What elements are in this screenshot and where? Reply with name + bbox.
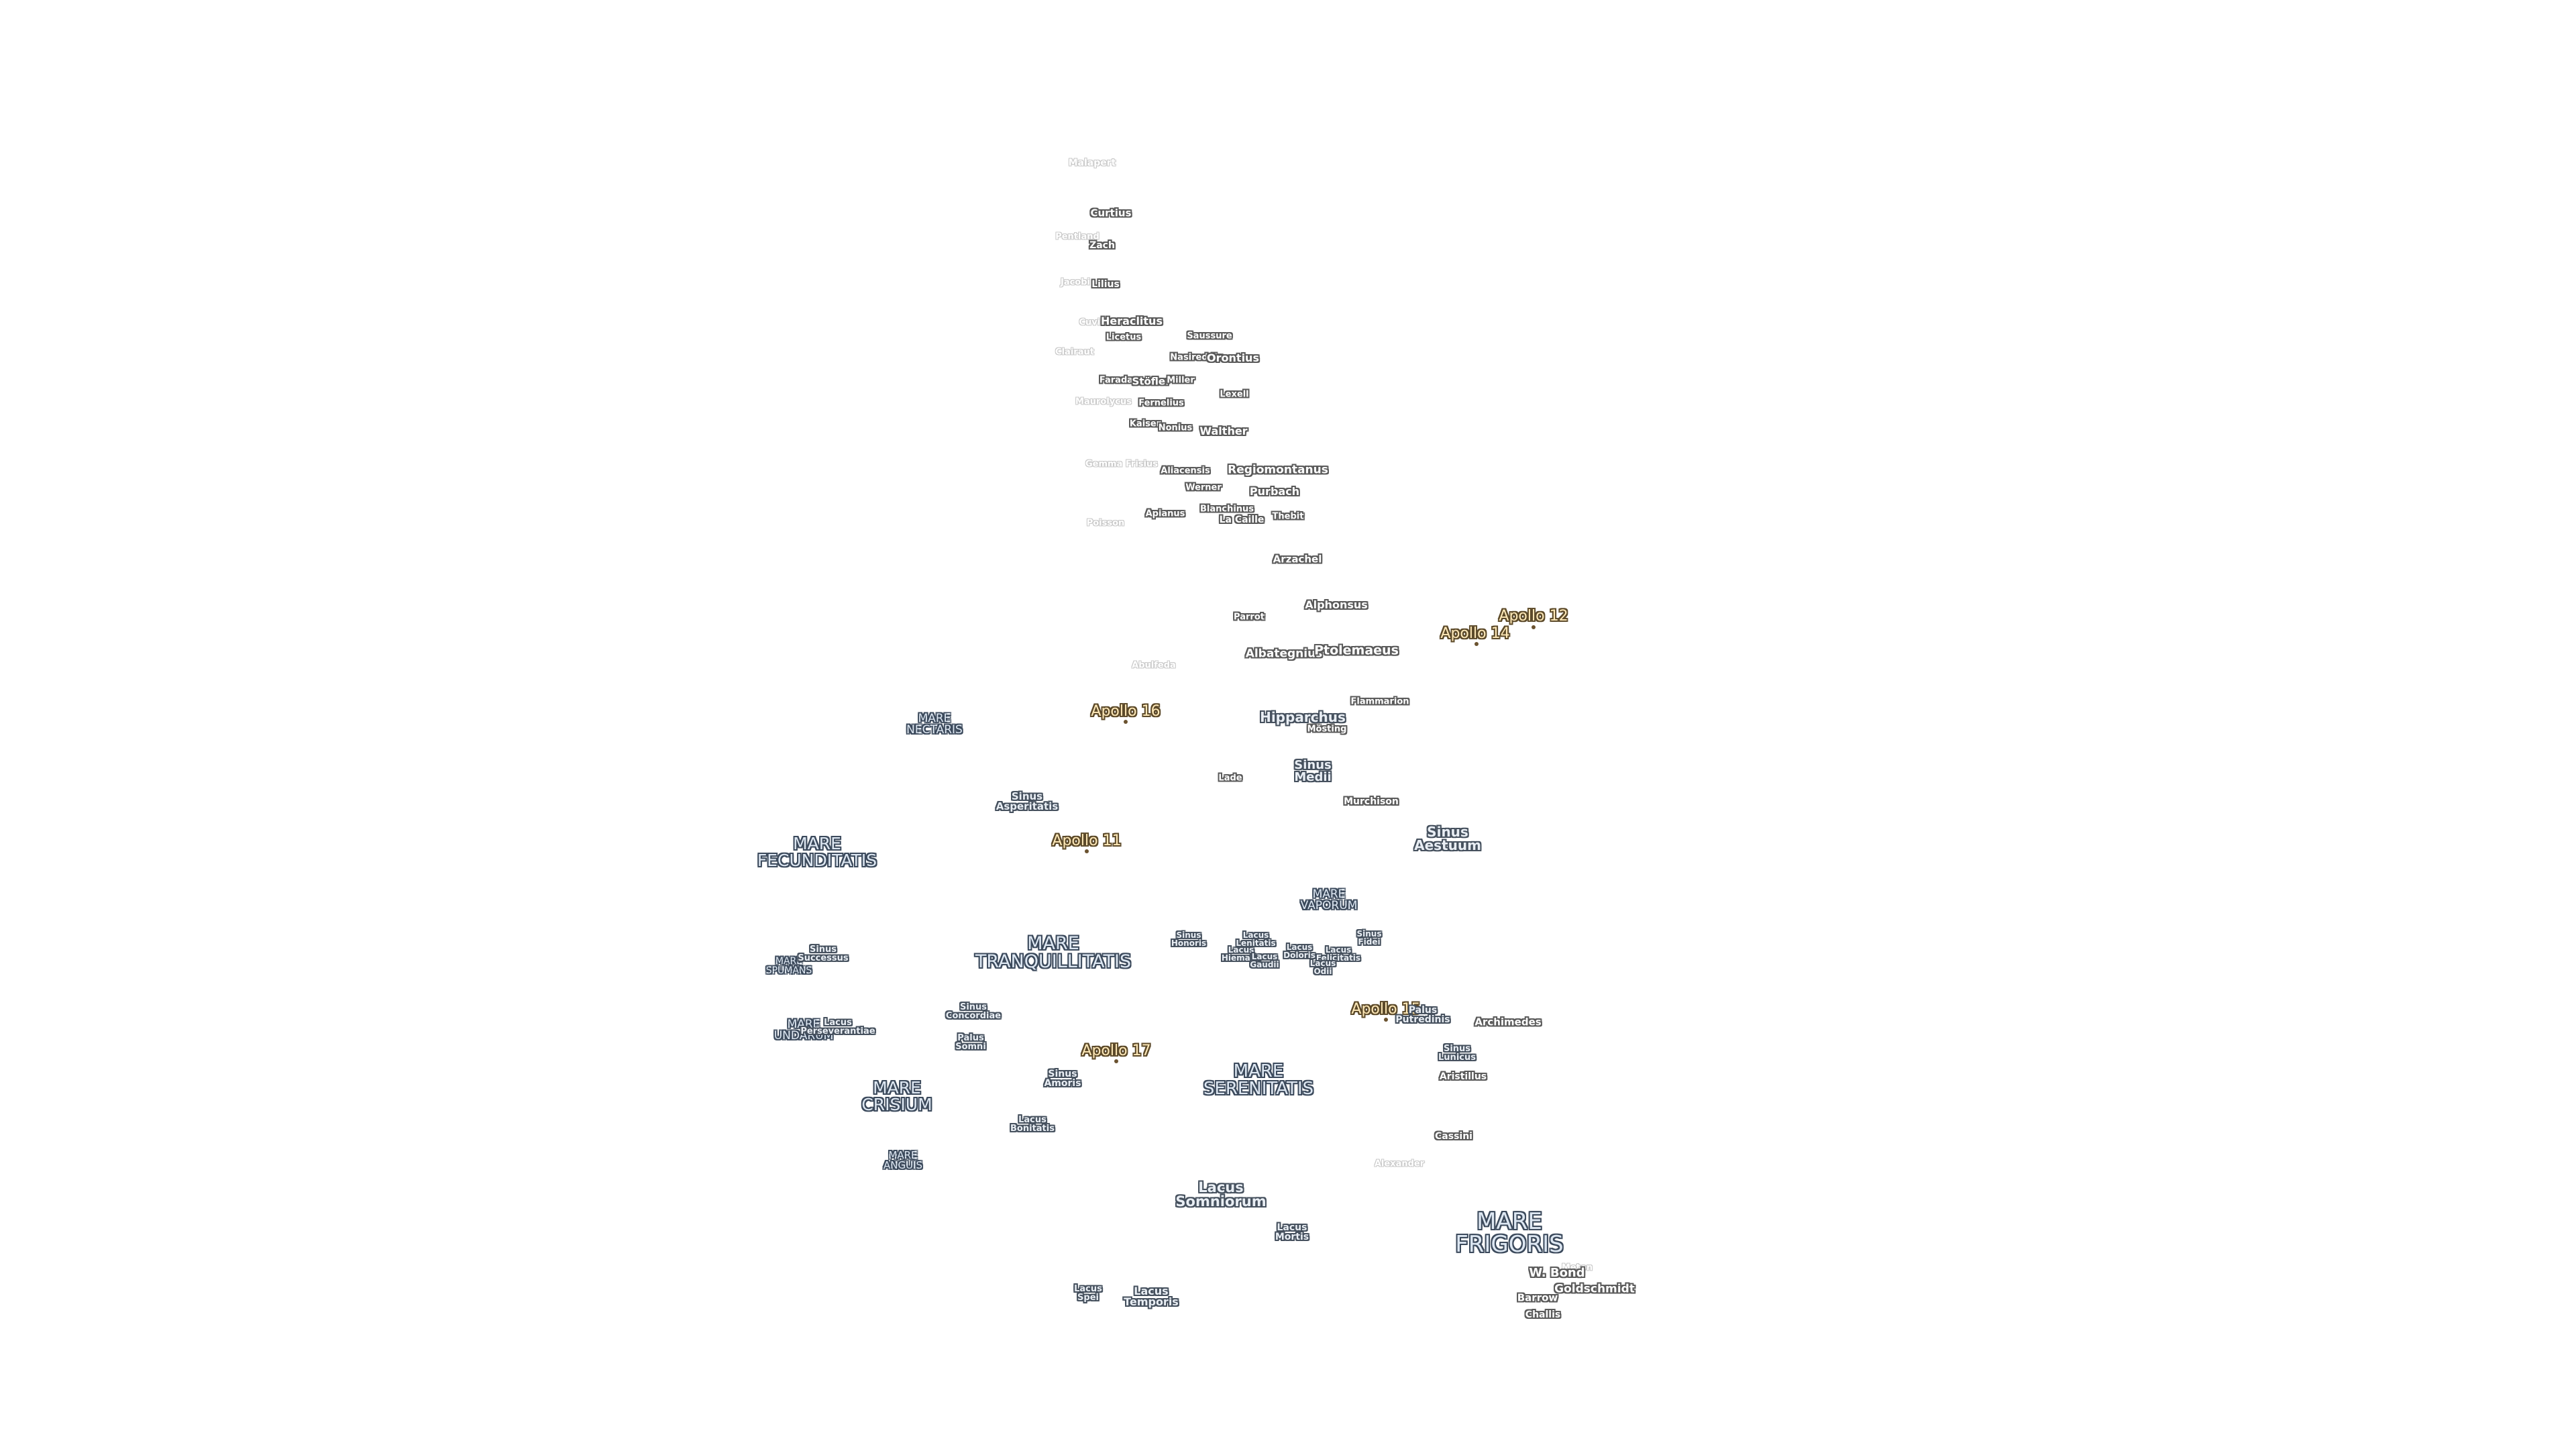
lacus-mortis-label: Lacus Mortis <box>1275 1222 1309 1242</box>
apollo-12-label[interactable]: Apollo 12 <box>1499 608 1568 625</box>
apollo-16-marker[interactable] <box>1124 720 1128 724</box>
mare-nectaris-label: MARE NECTARIS <box>906 712 963 737</box>
mare-frigoris-label: MARE FRIGORIS <box>1455 1208 1564 1258</box>
crater-label-blanchinus: Blanchinus <box>1199 504 1254 515</box>
apollo-12-marker[interactable] <box>1532 625 1536 629</box>
crater-label-werner: Werner <box>1185 482 1222 493</box>
crater-label-ptolemaeus: Ptolemaeus <box>1314 643 1399 658</box>
crater-label-walther: Walther <box>1199 425 1248 437</box>
crater-label-la-caille: La Caille <box>1219 515 1265 525</box>
crater-label-pentland: Pentland <box>1055 231 1099 242</box>
crater-label-goldschmidt: Goldschmidt <box>1554 1282 1635 1296</box>
sinus-amoris-label: Sinus Amoris <box>1044 1069 1081 1089</box>
crater-label-poisson: Poisson <box>1086 518 1125 529</box>
crater-label-zach: Zach <box>1089 240 1115 251</box>
crater-label-aliacensis: Aliacensis <box>1161 466 1210 476</box>
mare-tranquillitatis-label: MARE TRANQUILLITATIS <box>975 933 1132 972</box>
crater-label-kaiser: Kaiser <box>1129 419 1161 429</box>
crater-label-curtius: Curtius <box>1090 207 1132 219</box>
crater-label-miller: Miller <box>1167 375 1195 386</box>
crater-label-jacobi: Jacobi <box>1060 277 1091 288</box>
mare-serenitatis-label: MARE SERENITATIS <box>1203 1061 1314 1099</box>
crater-label-purbach: Purbach <box>1249 485 1300 498</box>
sinus-successus-label: Sinus Successus <box>798 945 849 963</box>
crater-label-abulfeda: Abulfeda <box>1132 660 1176 671</box>
apollo-15-marker[interactable] <box>1384 1018 1388 1022</box>
sinus-honoris-label: Sinus Honoris <box>1171 930 1207 948</box>
crater-label-alexander: Alexander <box>1374 1159 1425 1169</box>
lacus-hiemalis-label: Lacus Hiemalis <box>1221 945 1261 963</box>
lacus-felicitatis-label: Lacus Felicitatis <box>1316 945 1361 963</box>
crater-label-malapert: Malapert <box>1068 158 1116 168</box>
crater-label-lade: Lade <box>1218 773 1242 784</box>
sinus-lunicus-label: Sinus Lunicus <box>1438 1044 1476 1063</box>
crater-label-clairaut: Clairaut <box>1055 347 1094 358</box>
lacus-odii-label: Lacus Odii <box>1309 959 1336 976</box>
crater-label-albategnius: Albategnius <box>1245 647 1323 661</box>
sinus-concordiae-label: Sinus Concordiae <box>945 1002 1002 1021</box>
crater-label-w-bond: W. Bond <box>1529 1266 1585 1280</box>
sinus-medii-label: Sinus Medii <box>1294 758 1332 784</box>
crater-label-challis: Challis <box>1525 1309 1561 1320</box>
crater-label-regiomontanus: Regiomontanus <box>1228 463 1328 477</box>
lacus-temporis-label: Lacus Temporis <box>1124 1285 1179 1308</box>
apollo-11-marker[interactable] <box>1085 849 1089 853</box>
mare-vaporum-label: MARE VAPORUM <box>1300 888 1358 912</box>
apollo-15-label[interactable]: Apollo 15 <box>1351 1001 1421 1018</box>
apollo-17-label[interactable]: Apollo 17 <box>1081 1042 1151 1059</box>
palus-somni-label: Palus Somni <box>955 1033 986 1052</box>
mare-undarum-label: MARE UNDARUM <box>773 1018 834 1042</box>
crater-label-nonius: Nonius <box>1158 423 1193 433</box>
crater-label-apianus: Apianus <box>1145 508 1185 519</box>
crater-label-heraclitus: Heraclitus <box>1101 315 1163 327</box>
apollo-17-marker[interactable] <box>1114 1059 1118 1063</box>
crater-label-archimedes: Archimedes <box>1474 1016 1542 1028</box>
crater-label-meton: Meton <box>1561 1263 1593 1273</box>
mare-spumans-label: MARE SPUMANS <box>765 956 812 976</box>
apollo-11-label[interactable]: Apollo 11 <box>1052 833 1122 849</box>
crater-label-maurolycus: Maurolycus <box>1075 396 1132 407</box>
crater-label-orontius: Orontius <box>1207 352 1259 364</box>
sinus-fidei-label: Sinus Fidei <box>1356 929 1382 947</box>
crater-label-gemma-frisius: Gemma Frisius <box>1085 459 1158 470</box>
apollo-14-label[interactable]: Apollo 14 <box>1440 625 1510 642</box>
crater-label-lexell: Lexell <box>1220 389 1249 400</box>
apollo-14-marker[interactable] <box>1474 642 1479 646</box>
crater-label-lilius: Lilius <box>1091 279 1120 290</box>
crater-label-nasireddin: Nasireddin <box>1170 352 1224 363</box>
crater-label-cassini: Cassini <box>1435 1131 1472 1142</box>
crater-label-stofler: Stöfler <box>1132 375 1171 388</box>
lacus-doloris-label: Lacus Doloris <box>1283 943 1316 960</box>
sinus-aestuum-label: Sinus Aestuum <box>1414 824 1481 853</box>
crater-label-licetus: Licetus <box>1106 332 1142 343</box>
lacus-lenitatis-label: Lacus Lenitatis <box>1236 930 1276 948</box>
crater-label-saussure: Saussure <box>1187 331 1232 341</box>
crater-label-barrow: Barrow <box>1517 1291 1558 1304</box>
lacus-gaudii-label: Lacus Gaudii <box>1250 952 1279 969</box>
crater-label-arzachel: Arzachel <box>1273 553 1322 566</box>
crater-label-murchison: Murchison <box>1344 796 1399 807</box>
crater-label-flammarion: Flammarion <box>1350 696 1409 707</box>
palus-putredinis-label: Palus Putredinis <box>1395 1005 1450 1025</box>
lacus-somniorum-label: Lacus Somniorum <box>1175 1179 1267 1210</box>
mare-anguis-label: MARE ANGUIS <box>883 1149 923 1171</box>
sinus-asperitatis-label: Sinus Asperitatis <box>996 790 1059 812</box>
lacus-spei-label: Lacus Spei <box>1074 1284 1102 1303</box>
crater-label-mosting: Mösting <box>1307 724 1347 735</box>
lacus-bonitatis-label: Lacus Bonitatis <box>1010 1115 1055 1134</box>
crater-label-cuvier: Cuvier <box>1079 317 1111 328</box>
mare-fecunditatis-label: MARE FECUNDITATIS <box>757 834 877 870</box>
crater-label-thebit: Thebit <box>1272 511 1304 522</box>
crater-label-hipparchus: Hipparchus <box>1260 709 1346 725</box>
crater-label-parrot: Parrot <box>1234 612 1265 623</box>
mare-crisium-label: MARE CRISIUM <box>861 1078 932 1114</box>
crater-label-faraday: Faraday <box>1099 375 1139 386</box>
lacus-perseverantiae-label: Lacus Perseverantiae <box>800 1018 875 1036</box>
apollo-16-label[interactable]: Apollo 16 <box>1091 703 1161 720</box>
crater-label-alphonsus: Alphonsus <box>1305 598 1368 611</box>
crater-label-fernelius: Fernelius <box>1138 398 1184 409</box>
crater-label-aristillus: Aristillus <box>1439 1071 1487 1082</box>
